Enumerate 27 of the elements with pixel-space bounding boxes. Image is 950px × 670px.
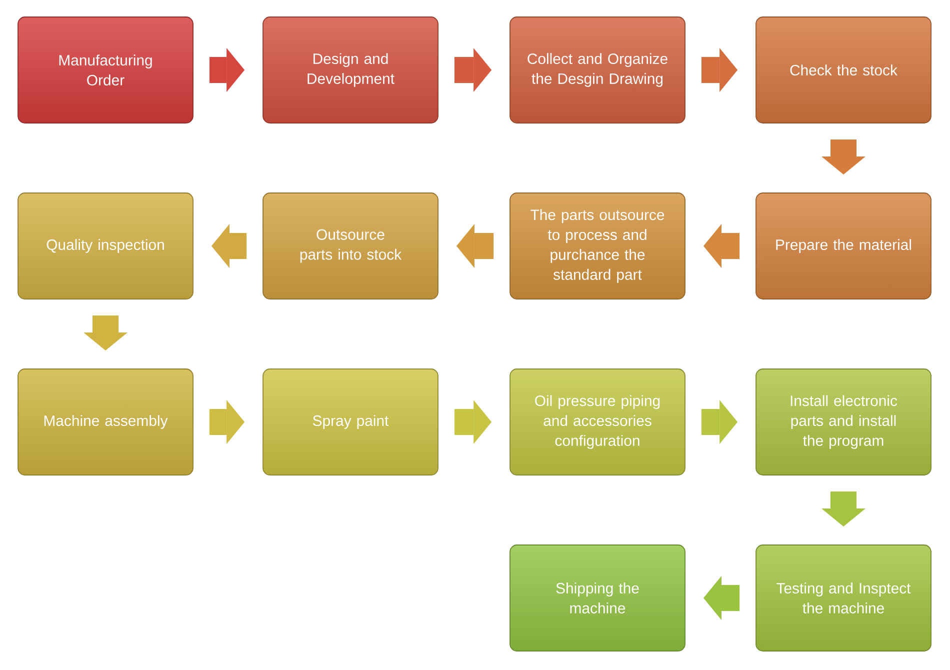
block-arrow: [701, 48, 738, 92]
process-box: Spray paint: [262, 368, 438, 476]
process-box: Machine assembly: [18, 368, 194, 476]
block-arrow: [209, 48, 245, 92]
block-arrow: [454, 400, 492, 444]
process-box: Oil pressure piping and accessories configuration: [510, 368, 686, 476]
process-box: Quality inspection: [18, 192, 194, 300]
process-box: Shipping the machine: [510, 544, 686, 652]
process-box: Collect and Organize the Desgin Drawing: [510, 16, 686, 124]
block-arrow: [703, 224, 740, 268]
process-box: Prepare the material: [756, 192, 932, 300]
block-arrow: [703, 576, 740, 620]
block-arrow: [209, 400, 245, 444]
process-box: Manufacturing Order: [18, 16, 194, 124]
process-box: Testing and Insptect the machine: [756, 544, 932, 652]
process-box: Outsource parts into stock: [262, 192, 438, 300]
block-arrow: [822, 491, 866, 527]
process-box: Install electronic parts and install the program: [756, 368, 932, 476]
block-arrow: [822, 139, 866, 175]
process-box: Check the stock: [756, 16, 932, 124]
process-box: Design and Development: [262, 16, 438, 124]
block-arrow: [701, 400, 738, 444]
block-arrow: [454, 48, 492, 92]
block-arrow: [456, 224, 494, 268]
block-arrow: [211, 224, 247, 268]
process-box: The parts outsource to process and purchance the standard part: [510, 192, 686, 300]
block-arrow: [84, 315, 128, 351]
